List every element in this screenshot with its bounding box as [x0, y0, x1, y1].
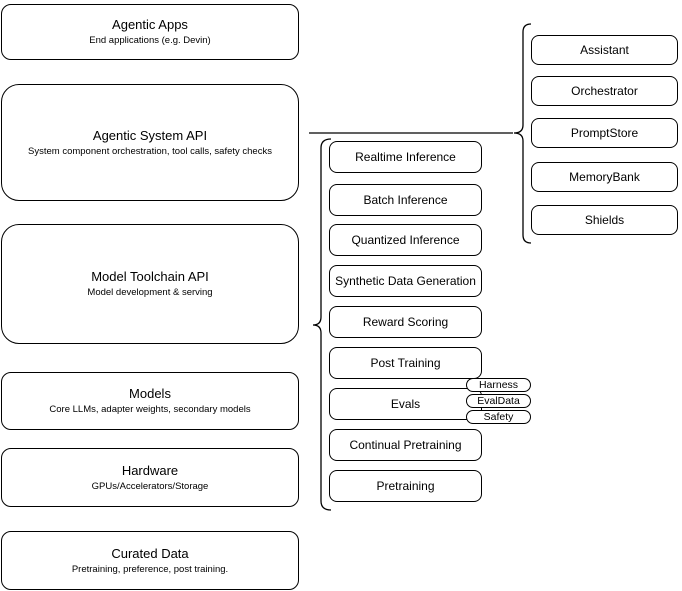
component-promptstore: PromptStore — [531, 118, 678, 148]
service-label: Quantized Inference — [351, 233, 460, 247]
box-subtitle: End applications (e.g. Devin) — [89, 35, 211, 46]
component-label: Assistant — [580, 43, 629, 57]
box-models: Models Core LLMs, adapter weights, secon… — [1, 372, 299, 430]
component-label: Orchestrator — [571, 84, 638, 98]
service-reward-scoring: Reward Scoring — [329, 306, 482, 338]
box-title: Hardware — [121, 462, 179, 478]
component-shields: Shields — [531, 205, 678, 235]
eval-tag-harness: Harness — [466, 378, 531, 392]
box-title: Models — [129, 386, 171, 401]
service-realtime-inference: Realtime Inference — [329, 141, 482, 173]
service-label: Continual Pretraining — [349, 438, 462, 452]
component-memorybank: MemoryBank — [531, 162, 678, 192]
eval-tag-evaldata: EvalData — [466, 394, 531, 408]
service-batch-inference: Batch Inference — [329, 184, 482, 216]
box-title: Agentic System API — [92, 127, 208, 143]
service-label: Post Training — [370, 356, 441, 370]
system-components-brace — [513, 23, 532, 244]
component-label: PromptStore — [570, 126, 639, 140]
box-title: Agentic Apps — [112, 17, 188, 32]
eval-tag-label: Harness — [478, 379, 519, 391]
box-model-toolchain-api: Model Toolchain API Model development & … — [1, 224, 299, 344]
service-label: Synthetic Data Generation — [335, 274, 476, 288]
box-subtitle: System component orchestration, tool cal… — [28, 145, 272, 157]
box-title: Curated Data — [111, 545, 189, 561]
box-subtitle: Core LLMs, adapter weights, secondary mo… — [49, 404, 251, 415]
box-subtitle: Model development & serving — [87, 287, 213, 298]
service-label: Evals — [390, 397, 421, 411]
service-quantized-inference: Quantized Inference — [329, 224, 482, 256]
service-label: Batch Inference — [363, 193, 448, 207]
box-subtitle: GPUs/Accelerators/Storage — [91, 480, 209, 492]
service-pretraining: Pretraining — [329, 470, 482, 502]
box-hardware: Hardware GPUs/Accelerators/Storage — [1, 448, 299, 507]
eval-tag-label: Safety — [483, 411, 514, 423]
box-subtitle: Pretraining, preference, post training. — [71, 563, 229, 575]
component-label: Shields — [584, 213, 625, 227]
box-agentic-apps: Agentic Apps End applications (e.g. Devi… — [1, 4, 299, 60]
box-curated-data: Curated Data Pretraining, preference, po… — [1, 531, 299, 590]
box-agentic-system-api: Agentic System API System component orch… — [1, 84, 299, 201]
eval-tag-safety: Safety — [466, 410, 531, 424]
service-continual-pretraining: Continual Pretraining — [329, 429, 482, 461]
service-synthetic-data-generation: Synthetic Data Generation — [329, 265, 482, 297]
component-orchestrator: Orchestrator — [531, 76, 678, 106]
eval-tag-label: EvalData — [477, 395, 520, 407]
service-post-training: Post Training — [329, 347, 482, 379]
service-label: Pretraining — [376, 479, 435, 493]
service-label: Realtime Inference — [355, 150, 456, 164]
service-evals: Evals — [329, 388, 482, 420]
box-title: Model Toolchain API — [91, 269, 209, 284]
component-label: MemoryBank — [569, 170, 640, 184]
service-label: Reward Scoring — [362, 315, 449, 329]
component-assistant: Assistant — [531, 35, 678, 65]
